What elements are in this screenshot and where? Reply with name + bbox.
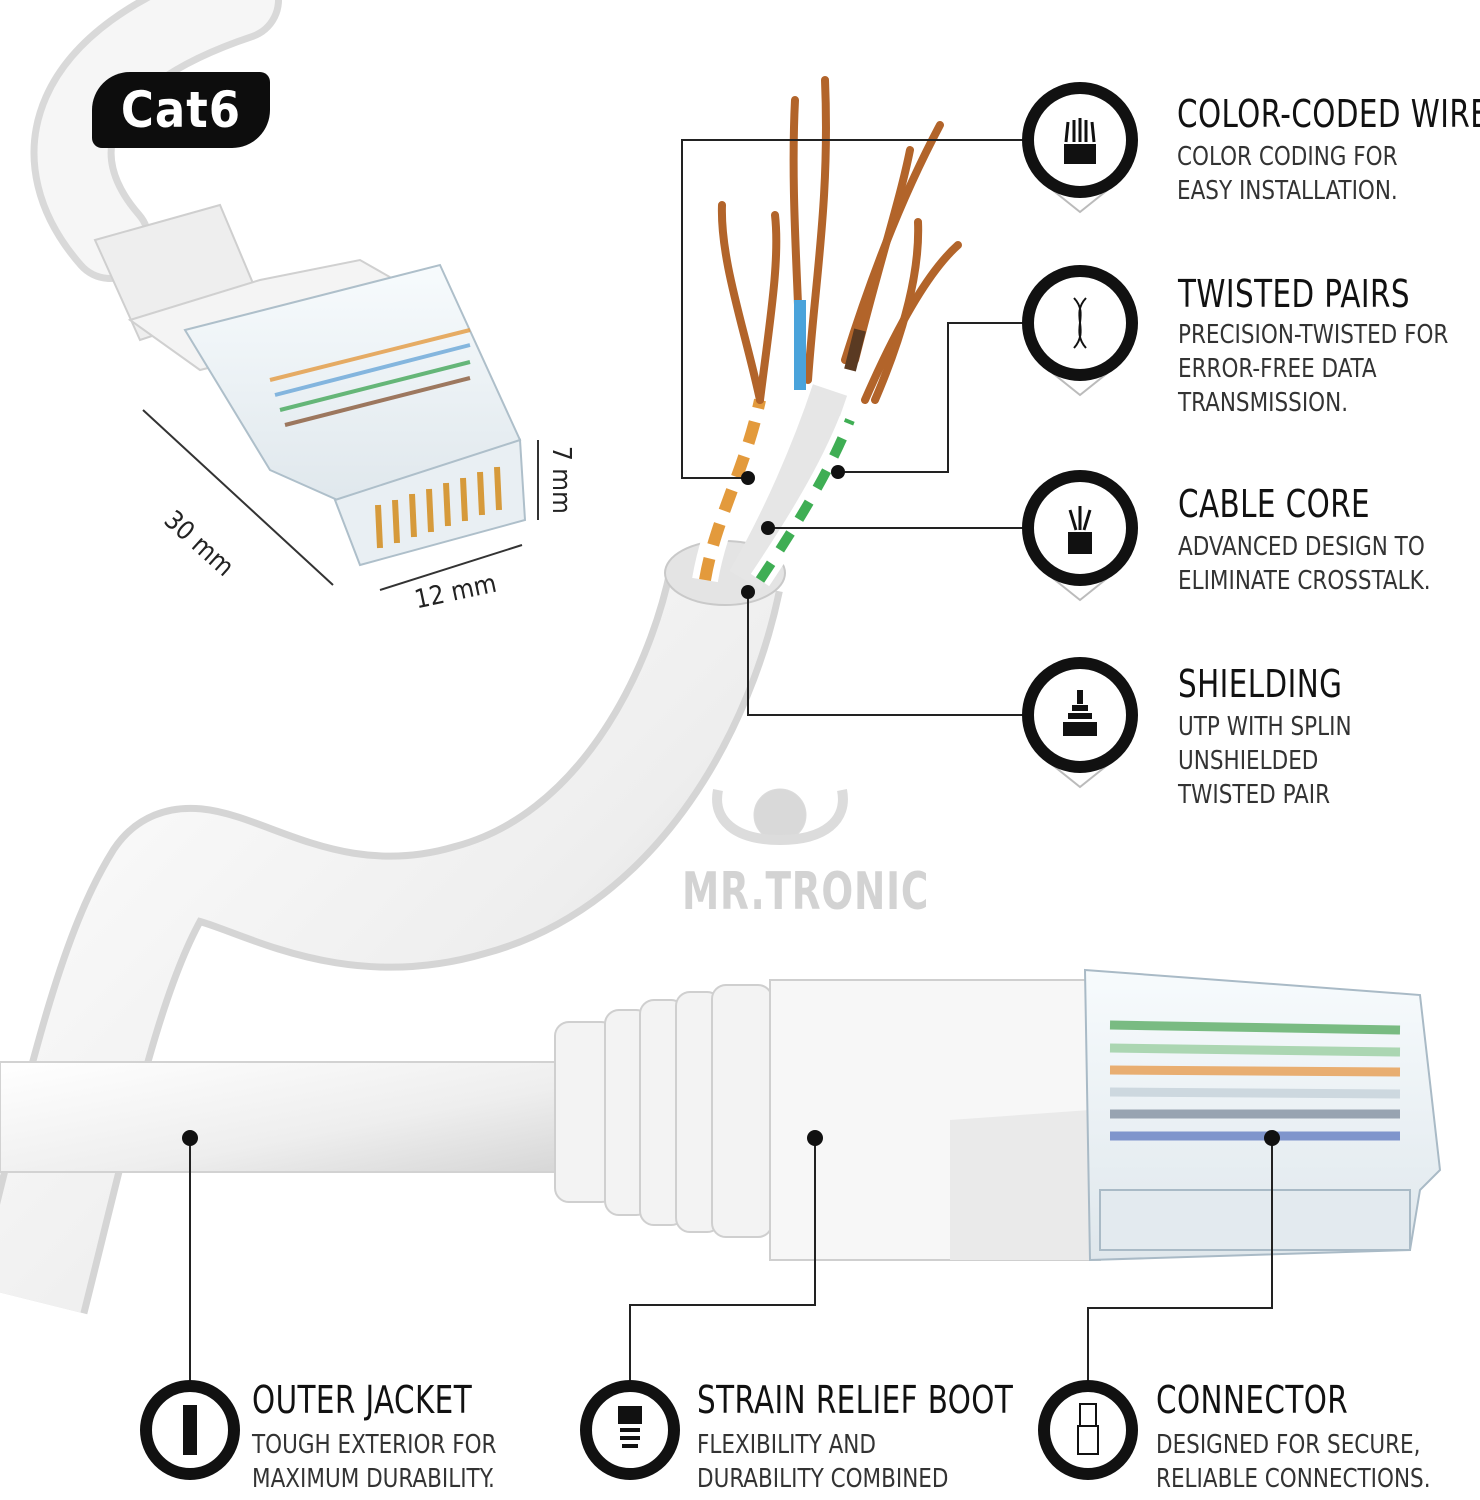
feature-desc: FLEXIBILITY AND DURABILITY COMBINED [697, 1430, 949, 1494]
icon-connector [1038, 1380, 1138, 1480]
feature-desc: UTP WITH SPLIN UNSHIELDED TWISTED PAIR [1178, 712, 1352, 810]
cat6-badge: Cat6 [92, 72, 270, 148]
icon-strain-relief [580, 1380, 680, 1480]
main-cable [0, 540, 786, 1315]
icon-shielding [1022, 657, 1138, 789]
feature-title: CABLE CORE [1178, 482, 1371, 526]
feature-desc: COLOR CODING FOR EASY INSTALLATION. [1177, 142, 1398, 206]
feature-desc: PRECISION-TWISTED FOR ERROR-FREE DATA TR… [1178, 320, 1449, 418]
feature-title: SHIELDING [1178, 662, 1343, 706]
icon-color-wires [1022, 82, 1138, 214]
icon-cable-core [1022, 470, 1138, 602]
exposed-wires [692, 76, 962, 590]
feature-title: TWISTED PAIRS [1178, 272, 1410, 316]
bottom-plug-assembly [0, 968, 1442, 1262]
feature-desc: TOUGH EXTERIOR FOR MAXIMUM DURABILITY. [252, 1430, 497, 1494]
feature-title: CONNECTOR [1156, 1378, 1349, 1422]
icon-outer-jacket [140, 1380, 240, 1480]
brand-logo-mark [712, 788, 848, 846]
feature-desc: ADVANCED DESIGN TO ELIMINATE CROSSTALK. [1178, 532, 1431, 596]
feature-title: STRAIN RELIEF BOOT [697, 1378, 1014, 1422]
feature-title: COLOR-CODED WIRES [1177, 92, 1480, 136]
dimension-height-label: 7 mm [546, 446, 576, 514]
feature-desc: DESIGNED FOR SECURE, RELIABLE CONNECTION… [1156, 1430, 1431, 1494]
leader-lines-right [681, 139, 1030, 716]
feature-title: OUTER JACKET [252, 1378, 473, 1422]
leader-lines-bottom [189, 1138, 1273, 1385]
leader-dots-right [741, 465, 845, 599]
brand-name: MR.TRONIC [682, 862, 930, 922]
icon-twisted-pairs [1022, 265, 1138, 397]
small-plug [93, 203, 539, 591]
top-cable [30, 0, 282, 282]
leader-dots-bottom [182, 1130, 1280, 1146]
